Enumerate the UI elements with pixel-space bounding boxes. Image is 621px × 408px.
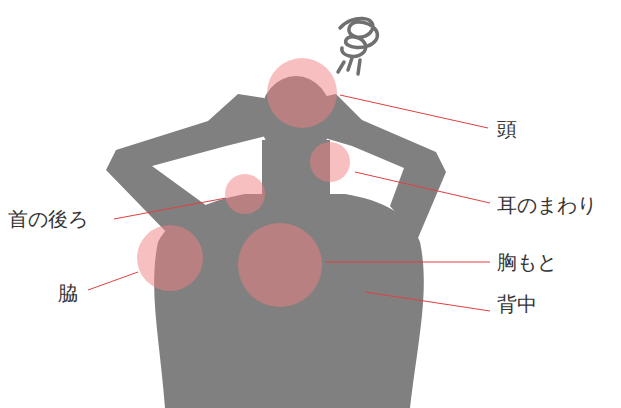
person-silhouette <box>106 76 446 408</box>
scribble-tail <box>338 58 360 74</box>
leader-line <box>114 198 226 219</box>
part-label: 脇 <box>58 281 78 305</box>
leader-line <box>355 172 490 203</box>
pain-spot <box>267 58 337 128</box>
part-label: 耳のまわり <box>497 193 597 217</box>
leader-lines <box>88 95 490 311</box>
scribble <box>340 18 377 56</box>
pain-spot <box>137 225 203 291</box>
stress-scribble <box>338 18 377 74</box>
pain-spot <box>238 223 322 307</box>
pain-spot <box>225 174 265 214</box>
pain-spot <box>310 142 350 182</box>
left-arm <box>106 94 266 238</box>
pain-spots <box>137 58 350 307</box>
leader-line <box>340 95 488 128</box>
part-label: 頭 <box>497 117 517 141</box>
leader-line <box>365 292 490 311</box>
part-label: 首の後ろ <box>8 207 88 231</box>
torso <box>154 194 424 408</box>
part-label: 胸もと <box>497 250 557 274</box>
part-label: 背中 <box>497 292 537 316</box>
leader-line <box>325 262 490 263</box>
leader-line <box>88 272 138 290</box>
